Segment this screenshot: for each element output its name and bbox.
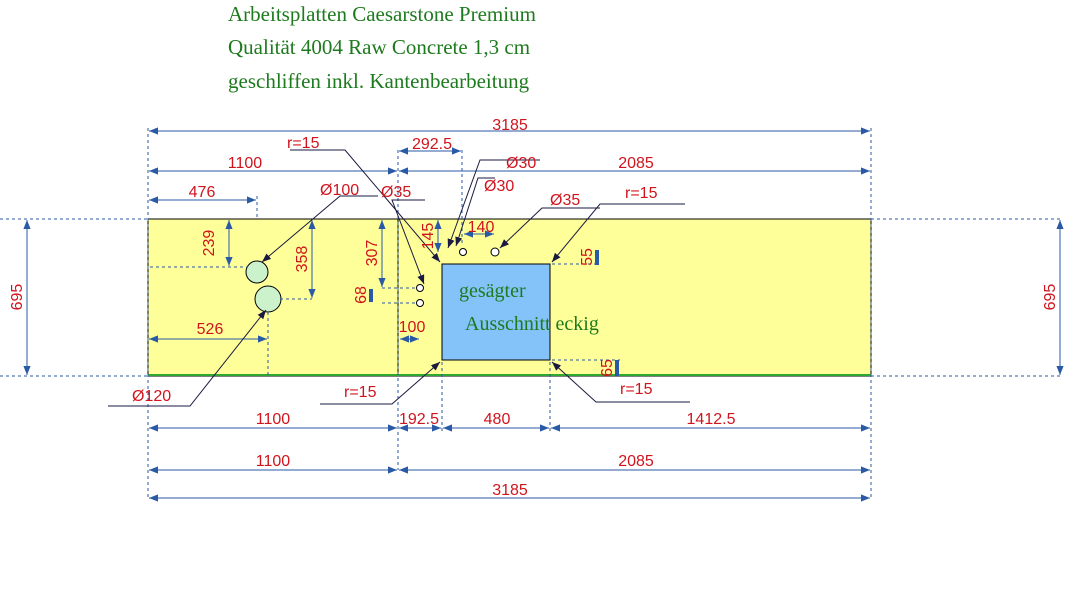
cutout-label-line-1: gesägter — [459, 280, 526, 302]
hole-d30-upper — [459, 248, 467, 256]
dim-145: 145 — [420, 223, 437, 250]
dim-r15-top-left: r=15 — [287, 135, 320, 152]
dim-bot1-1412-5: 1412.5 — [687, 411, 736, 428]
leader-lines — [108, 149, 690, 407]
dim-292-5: 292.5 — [412, 136, 452, 153]
hole-d35-left-lower — [416, 299, 424, 307]
cap-55 — [595, 250, 599, 265]
dim-358: 358 — [294, 246, 311, 273]
hole-d120 — [254, 285, 282, 313]
dim-height-right: 695 — [1042, 284, 1059, 311]
cutout-label-line-2: Ausschnitt eckig — [465, 313, 599, 335]
dim-476: 476 — [189, 184, 216, 201]
dim-d35-right: Ø35 — [550, 192, 580, 209]
title-line-2: Qualität 4004 Raw Concrete 1,3 cm — [228, 35, 531, 59]
dim-d30-b: Ø30 — [484, 178, 514, 195]
title-line-1: Arbeitsplatten Caesarstone Premium — [228, 2, 536, 26]
cap-65 — [615, 360, 619, 376]
dim-bot2-1100: 1100 — [256, 453, 291, 470]
hole-d35-upper — [490, 247, 500, 257]
dim-307: 307 — [364, 240, 381, 267]
dim-d30-a: Ø30 — [506, 155, 536, 172]
dim-526: 526 — [197, 321, 224, 338]
dim-65: 65 — [599, 359, 616, 377]
sink-cutout — [441, 263, 551, 361]
dim-r15-bottom-left: r=15 — [344, 384, 377, 401]
dimension-lines — [23, 127, 1064, 502]
dim-55: 55 — [579, 248, 596, 266]
dim-100: 100 — [399, 319, 426, 336]
dim-d100: Ø100 — [320, 182, 359, 199]
hole-d100 — [245, 260, 269, 284]
dim-total-top: 3185 — [492, 117, 528, 134]
dim-total-bottom: 3185 — [492, 482, 528, 499]
dim-height-left: 695 — [9, 284, 26, 311]
dim-top-1100: 1100 — [228, 155, 263, 172]
dimension-texts: 3185 1100 292.5 Ø30 2085 r=15 Ø30 Ø35 r=… — [9, 117, 1059, 499]
title-line-3: geschliffen inkl. Kantenbearbeitung — [228, 69, 530, 93]
dim-d120: Ø120 — [132, 388, 171, 405]
dim-top-2085: 2085 — [618, 155, 654, 172]
dim-d35-left: Ø35 — [381, 184, 411, 201]
dim-r15-bottom-right: r=15 — [620, 381, 653, 398]
hole-d35-left-upper — [416, 284, 424, 292]
dim-239: 239 — [201, 230, 218, 257]
dim-bot1-480: 480 — [484, 411, 511, 428]
cap-68 — [369, 289, 373, 302]
dim-bot1-192-5: 192.5 — [399, 411, 439, 428]
extension-lines — [0, 128, 1060, 500]
dim-140: 140 — [468, 219, 495, 236]
dim-bot2-2085: 2085 — [618, 453, 654, 470]
dim-bot1-1100: 1100 — [256, 411, 291, 428]
dim-r15-top-right: r=15 — [625, 185, 658, 202]
dim-68: 68 — [353, 286, 370, 304]
